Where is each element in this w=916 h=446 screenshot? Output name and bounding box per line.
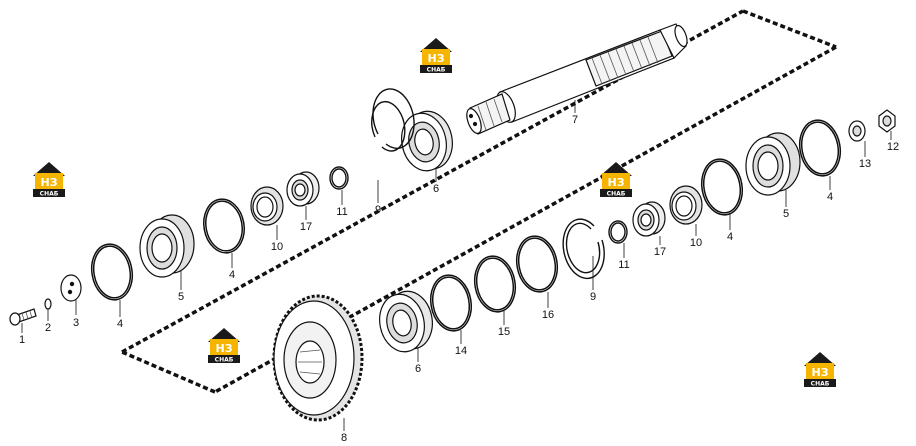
o-ring-part-4-right: [798, 119, 842, 177]
label-part-9-lower: 9: [590, 291, 596, 303]
svg-text:НЗ: НЗ: [427, 52, 444, 65]
plate-part-3: [60, 274, 82, 302]
label-part-13: 13: [859, 158, 871, 170]
bearing-cup-part-5-left: [139, 214, 195, 278]
logo-center: НЗ СНАБ: [600, 162, 632, 198]
bearing-part-17-right: [632, 201, 666, 237]
svg-text:СНАБ: СНАБ: [427, 67, 446, 74]
label-part-11-upper: 11: [336, 206, 347, 218]
shaft-part-7: [466, 23, 688, 135]
o-ring-part-4-mid: [700, 158, 744, 216]
snap-ring-part-9-lower: [562, 218, 605, 280]
logo-bottom-left: НЗ СНАБ: [208, 328, 240, 364]
svg-text:СНАБ: СНАБ: [40, 191, 59, 198]
o-ring-part-4-left: [90, 243, 134, 301]
label-part-1: 1: [19, 334, 25, 346]
label-part-6-upper: 6: [433, 183, 439, 195]
leader-lines: [21, 100, 892, 431]
bearing-cup-part-5-right: [745, 132, 801, 196]
label-part-8: 8: [341, 432, 347, 444]
label-part-17-upper: 17: [300, 221, 312, 233]
label-part-2: 2: [45, 322, 51, 334]
logo-left: НЗ СНАБ: [33, 162, 65, 198]
o-ring-part-4-upper: [203, 198, 245, 254]
seal-part-10-right: [669, 185, 703, 225]
svg-text:СНАБ: СНАБ: [607, 191, 626, 198]
gear-part-8: [272, 294, 364, 422]
seal-part-10-upper: [250, 186, 284, 226]
snap-ring-part-9-upper: [371, 88, 415, 152]
label-part-7: 7: [572, 114, 578, 126]
logo-top: НЗ СНАБ: [420, 38, 452, 74]
label-part-5-left: 5: [178, 291, 184, 303]
bearing-part-6-lower: [379, 290, 433, 353]
ring-part-11-right: [608, 220, 628, 244]
label-part-12: 12: [887, 141, 899, 153]
svg-text:СНАБ: СНАБ: [215, 357, 234, 364]
label-part-10-right: 10: [690, 237, 702, 249]
label-part-16: 16: [542, 309, 554, 321]
label-part-4-mid: 4: [727, 231, 733, 243]
bearing-part-6-upper: [401, 110, 453, 172]
assembly-boundary: [121, 9, 837, 394]
label-part-5-right: 5: [783, 208, 789, 220]
bearing-part-17-upper: [286, 171, 320, 207]
washer-part-2: [44, 298, 52, 310]
label-part-3: 3: [73, 317, 79, 329]
logo-bottom-right: НЗ СНАБ: [804, 352, 836, 388]
label-part-4-upper: 4: [229, 269, 235, 281]
label-part-17-right: 17: [654, 246, 666, 258]
label-part-4-left: 4: [117, 318, 123, 330]
ring-part-11-upper: [329, 166, 349, 190]
bolt-part-1: [9, 308, 37, 326]
label-part-10-upper: 10: [271, 241, 283, 253]
svg-text:СНАБ: СНАБ: [811, 381, 830, 388]
o-ring-part-14: [429, 274, 473, 332]
o-ring-part-16: [515, 235, 559, 293]
part-labels: 1 2 3 4 5 4 10 17 11 9 6 7 4 13 12 5 4 1…: [19, 114, 899, 444]
svg-text:НЗ: НЗ: [811, 366, 828, 379]
label-part-6-lower: 6: [415, 363, 421, 375]
label-part-9-upper: 9: [375, 204, 381, 216]
label-part-14: 14: [455, 345, 467, 357]
nut-part-12: [878, 109, 896, 133]
svg-text:НЗ: НЗ: [215, 342, 232, 355]
svg-text:НЗ: НЗ: [40, 176, 57, 189]
svg-text:НЗ: НЗ: [607, 176, 624, 189]
label-part-15: 15: [498, 326, 510, 338]
o-ring-part-15: [473, 255, 517, 313]
label-part-4-right: 4: [827, 191, 833, 203]
washer-part-13: [848, 120, 866, 142]
label-part-11-right: 11: [618, 259, 629, 271]
